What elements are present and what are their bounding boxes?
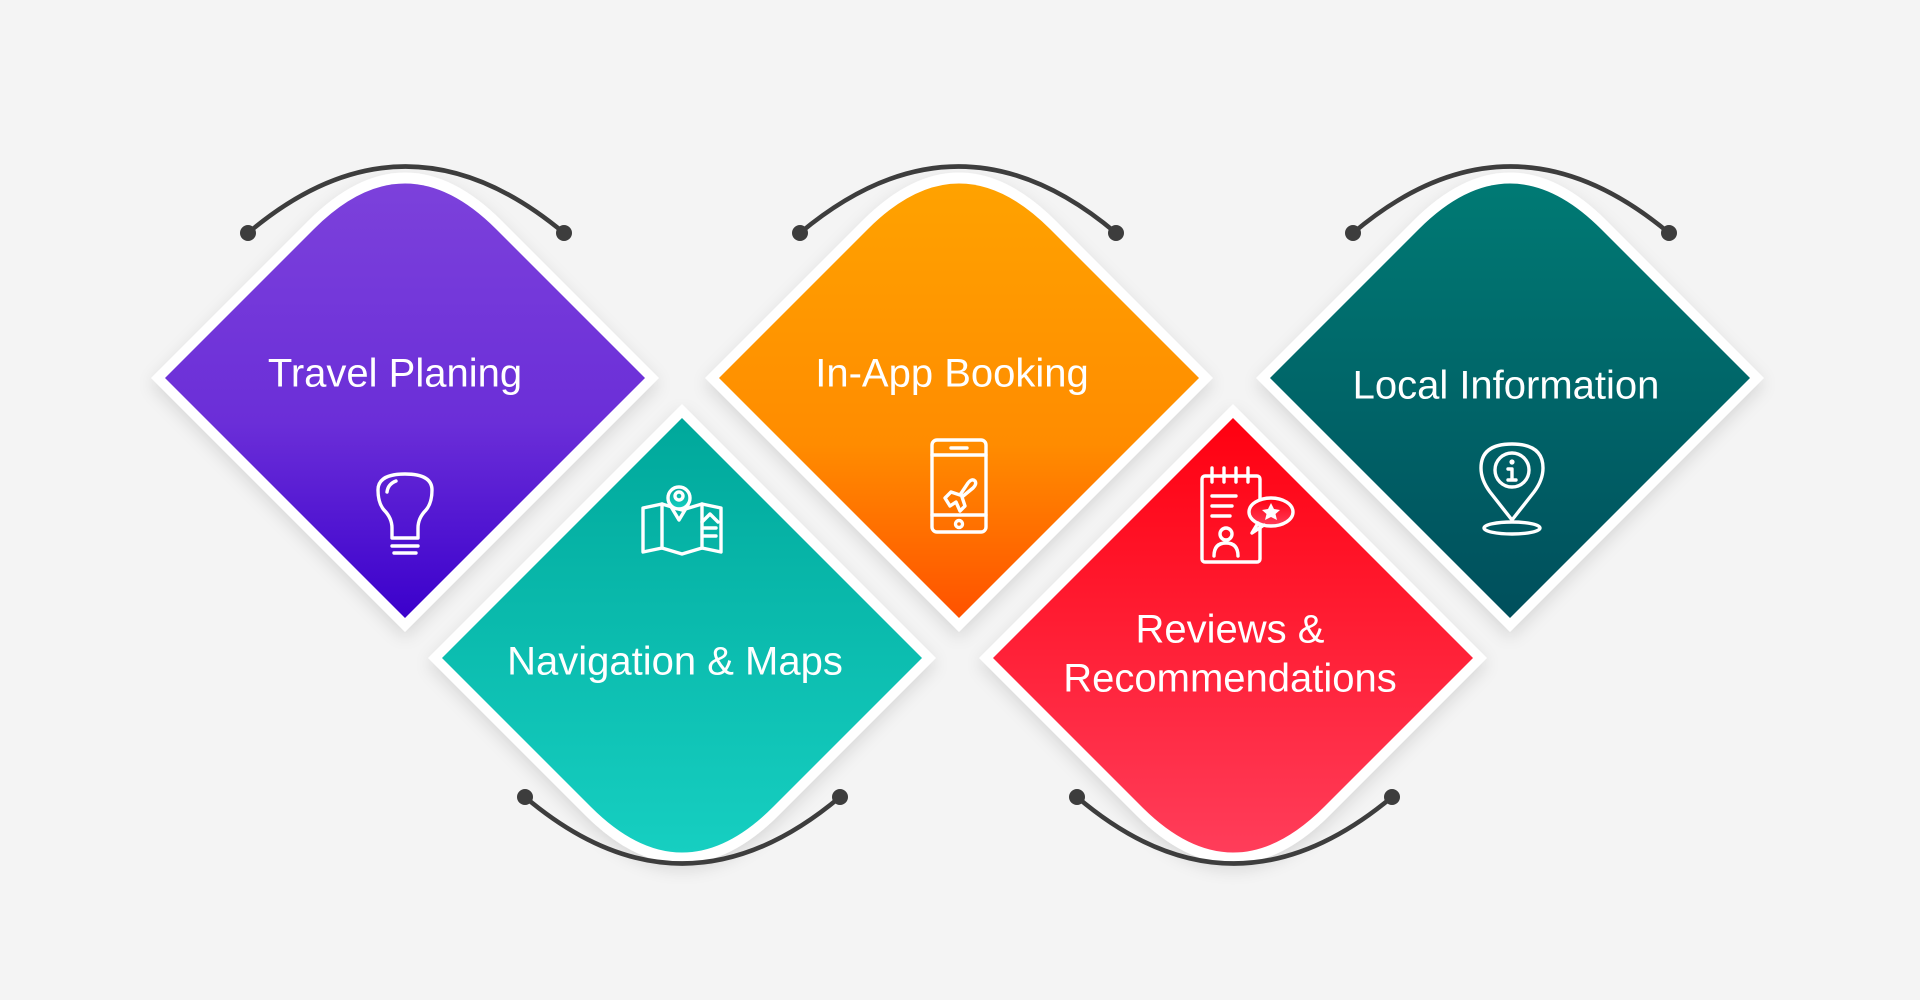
step-reviews-recommendations-shape: [993, 418, 1473, 853]
step-reviews-recommendations-label-line2: Recommendations: [1063, 657, 1397, 701]
connector-arc-top-2: [792, 164, 1124, 241]
step-reviews-recommendations: Reviews & Recommendations: [979, 404, 1487, 864]
connector-arc-top-3: [1345, 164, 1677, 241]
connector-arc-bottom-1: [517, 789, 848, 866]
step-local-information-shape: [1270, 183, 1750, 618]
step-travel-planing: Travel Planing: [151, 172, 659, 632]
step-navigation-maps: Navigation & Maps: [428, 404, 936, 864]
map-icon: [641, 485, 723, 556]
step-in-app-booking-label: In-App Booking: [815, 352, 1089, 396]
step-in-app-booking-shape: [719, 183, 1199, 618]
phone-airplane-icon: [930, 438, 988, 534]
step-navigation-maps-shape: [442, 418, 922, 853]
step-in-app-booking: In-App Booking: [705, 172, 1213, 632]
connector-arc-bottom-2: [1069, 789, 1400, 866]
step-local-information-label: Local Information: [1353, 364, 1660, 408]
lightbulb-icon: [376, 472, 434, 555]
info-location-pin-icon: [1479, 442, 1545, 536]
connector-arc-top-1: [240, 164, 572, 241]
step-travel-planing-shape: [165, 183, 645, 618]
step-reviews-recommendations-label-line1: Reviews &: [1136, 608, 1325, 652]
step-navigation-maps-label: Navigation & Maps: [507, 640, 843, 684]
step-travel-planing-label: Travel Planing: [268, 352, 522, 396]
review-document-icon: [1200, 466, 1295, 564]
step-local-information: Local Information: [1256, 172, 1764, 632]
